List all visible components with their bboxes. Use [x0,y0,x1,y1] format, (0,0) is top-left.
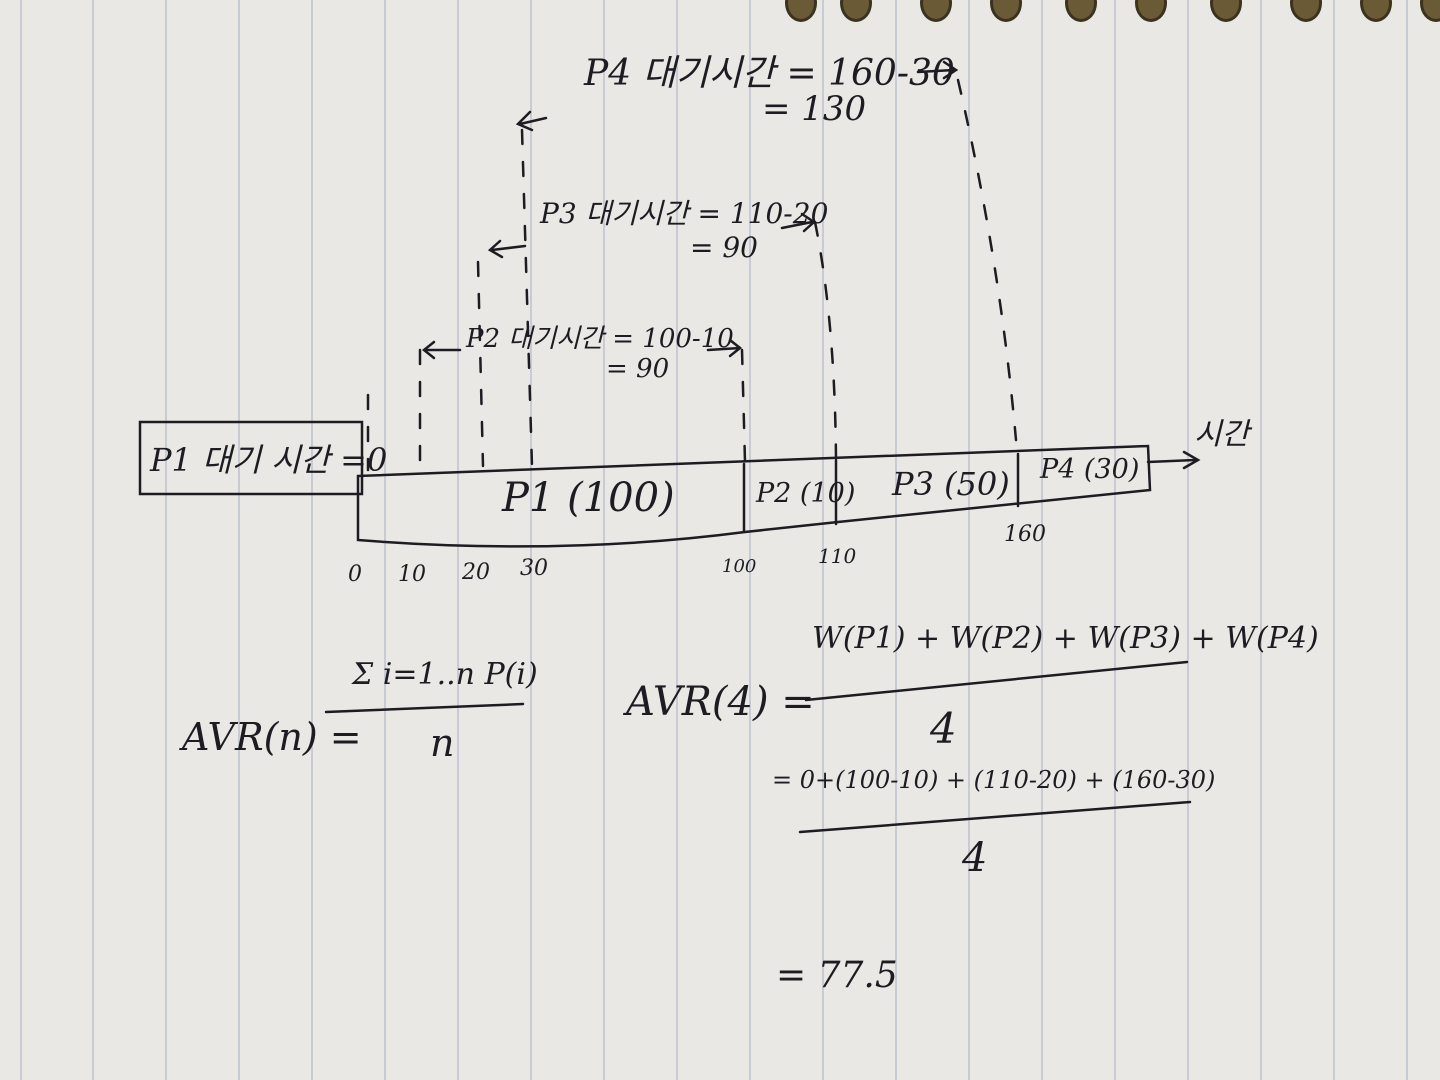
fraction-bar-general [324,702,525,714]
p3-wait-calc: P3 대기시간 = 110-20 [540,197,829,230]
guide-end-p2 [740,348,747,464]
fraction-bar-step2 [798,800,1192,834]
tick-160: 160 [1004,522,1046,547]
formula-result: = 77.5 [776,955,898,996]
arrow-right-p2 [728,338,743,358]
p1-wait-label: P1 대기 시간 =0 [150,441,388,479]
formula-general-numerator: Σ i=1..n P(i) [352,657,538,692]
arrow-left-p4 [515,110,534,132]
p3-wait-result: = 90 [690,231,758,264]
arrow-left-p2 [421,340,436,360]
tick-0: 0 [348,562,362,587]
gantt-block-p1-label: P1 (100) [502,475,675,521]
arrow-left-p3 [487,239,504,259]
guide-end-p4 [956,78,1018,442]
formula-step2-numerator: = 0+(100-10) + (110-20) + (160-30) [772,766,1216,794]
formula-avr4-lhs: AVR(4) = [626,679,815,725]
p4-wait-calc: P4 대기시간 = 160-30 [584,53,955,94]
formula-avr4-denominator: 4 [930,704,957,753]
formula-general-lhs: AVR(n) = [182,715,362,759]
arrow-right-p4 [942,60,959,80]
formula-avr4-numerator: W(P1) + W(P2) + W(P3) + W(P4) [812,621,1319,656]
p2-wait-result: = 90 [606,354,670,384]
time-axis-label: 시간 [1194,417,1250,452]
fraction-bar-avr4 [804,660,1189,702]
time-axis [1146,458,1197,464]
gantt-block-p4-label: P4 (30) [1040,454,1140,485]
gantt-block-p3-label: P3 (50) [892,465,1010,503]
tick-110: 110 [818,544,857,568]
tick-30: 30 [520,556,548,581]
guide-end-p3 [813,220,838,462]
p1-wait-box [138,420,364,496]
tick-100: 100 [722,556,757,577]
gantt-block-p2-label: P2 (10) [756,478,856,509]
guide-arrival-p3 [476,260,485,468]
spiral-binding [0,0,1440,40]
tick-20: 20 [462,560,490,585]
guide-arrival-p4 [520,128,534,468]
tick-10: 10 [398,562,426,587]
formula-general-denominator: n [430,721,455,765]
formula-step2-denominator: 4 [962,835,988,881]
p4-wait-result: = 130 [762,89,867,129]
p2-wait-calc: P2 대기시간 = 100-10 [466,324,734,354]
arrow-right-p3 [800,212,817,233]
time-axis-arrowhead [1182,450,1201,470]
